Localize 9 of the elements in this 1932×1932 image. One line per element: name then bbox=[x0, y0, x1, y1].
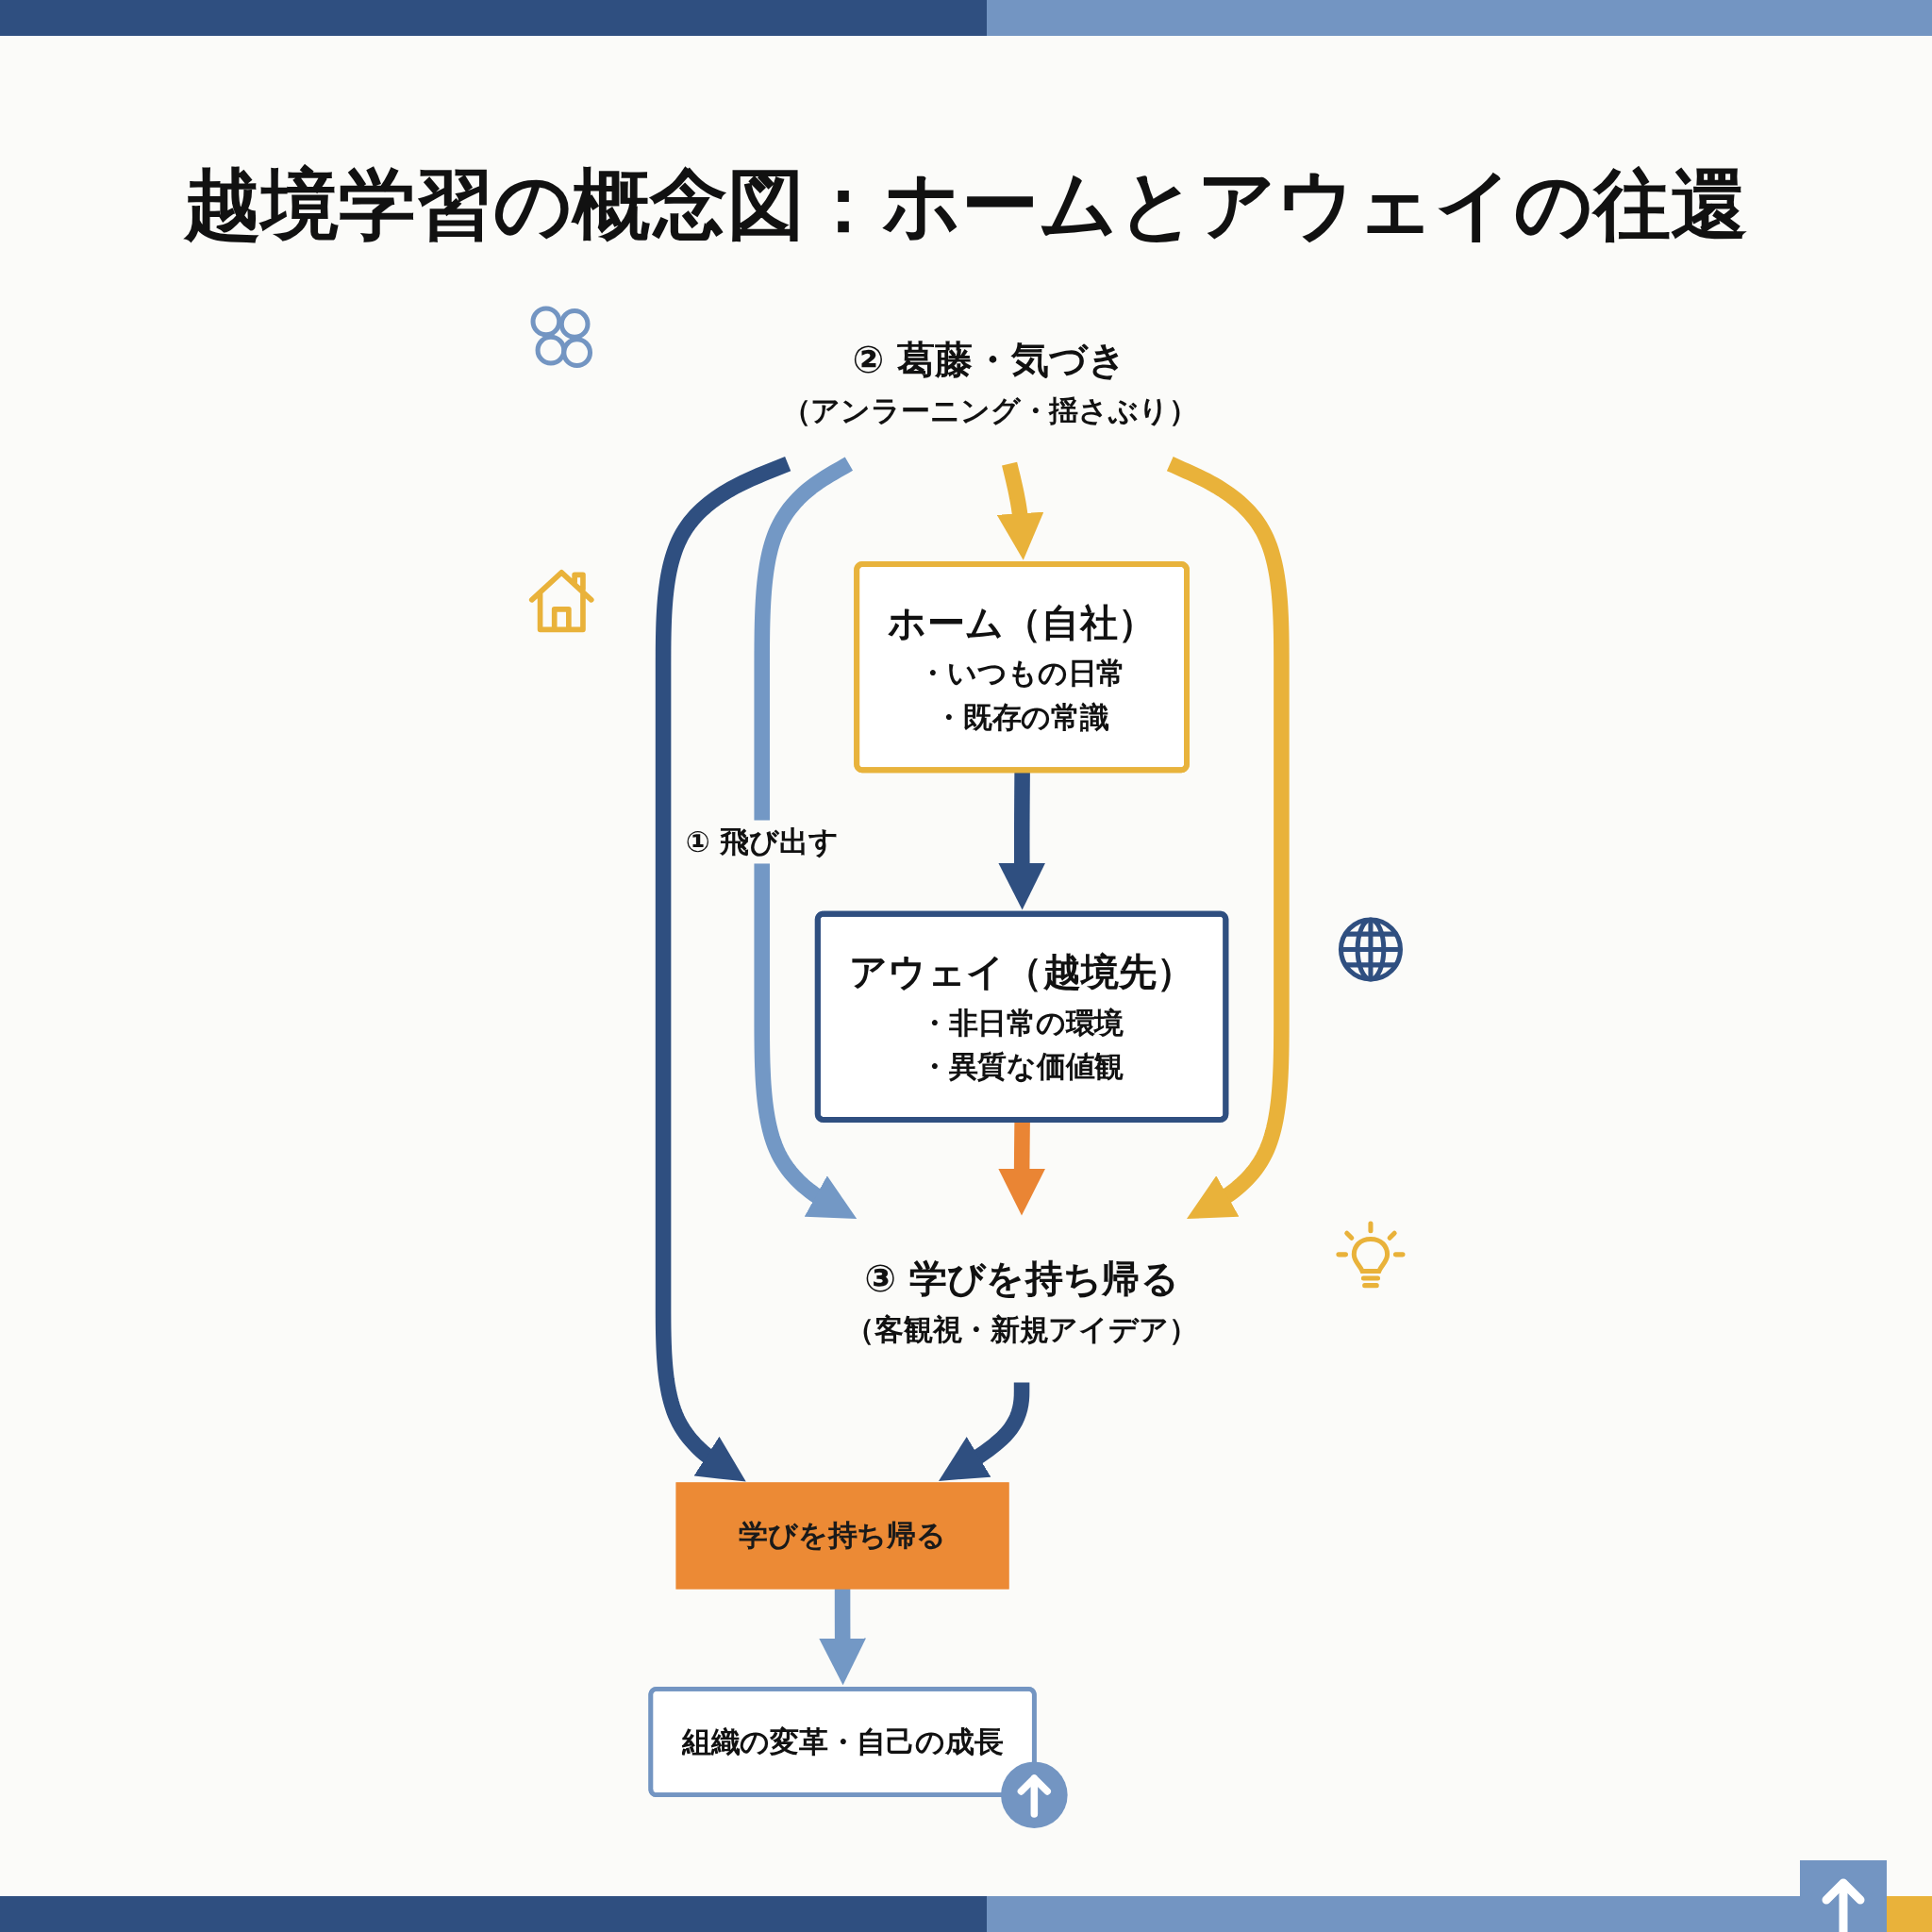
title: 越境学習の概念図：ホームとアウェイの往還 bbox=[184, 160, 1748, 250]
node-text: ③ 学びを持ち帰る （客観視・新規アイデア） bbox=[845, 1257, 1198, 1346]
arrow bbox=[1166, 457, 1290, 1220]
node-box: 学びを持ち帰る bbox=[675, 1482, 1009, 1590]
arrow bbox=[754, 457, 858, 1220]
edge-label: ① 飛び出す bbox=[685, 824, 839, 858]
arrow bbox=[996, 459, 1044, 560]
arrow bbox=[655, 456, 791, 1482]
node-text: ② 葛藤・気づき （アンラーニング・揺さぶり） bbox=[781, 338, 1198, 427]
